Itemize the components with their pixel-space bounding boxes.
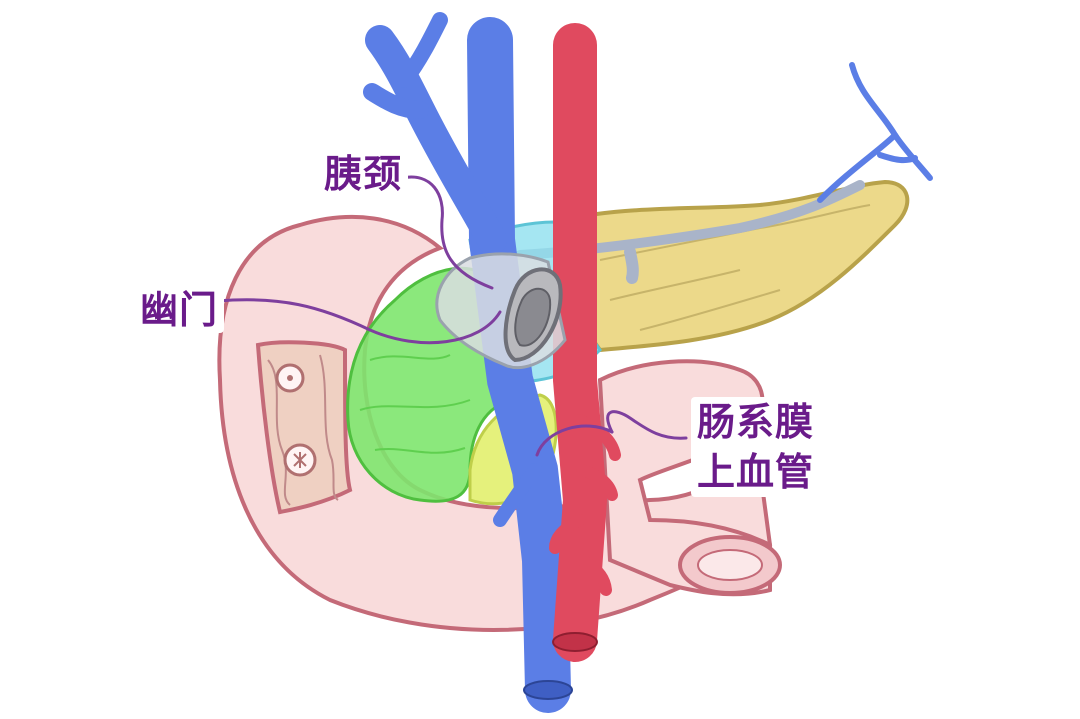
label-smv-line2: 上血管 bbox=[697, 450, 815, 494]
label-superior-mesenteric-vessels: 肠系膜 上血管 bbox=[691, 397, 821, 497]
pylorus-stomach bbox=[435, 252, 567, 370]
leader-lines bbox=[216, 175, 688, 457]
label-pylorus: 幽门 bbox=[134, 287, 225, 333]
leader-line-pancreatic-neck bbox=[400, 175, 494, 290]
leader-line-smv-arc bbox=[535, 424, 614, 457]
artery-cut-end bbox=[552, 632, 598, 652]
vein bbox=[363, 12, 571, 713]
artery bbox=[549, 23, 621, 662]
label-pancreatic-neck: 胰颈 bbox=[318, 151, 409, 197]
pancreas-body-tail bbox=[552, 179, 910, 353]
leader-line-smv bbox=[606, 410, 688, 440]
vein-cut-end bbox=[523, 680, 573, 700]
splenic-branches bbox=[817, 62, 933, 203]
leader-line-pylorus bbox=[216, 298, 502, 345]
label-smv-line1: 肠系膜 bbox=[697, 400, 815, 444]
